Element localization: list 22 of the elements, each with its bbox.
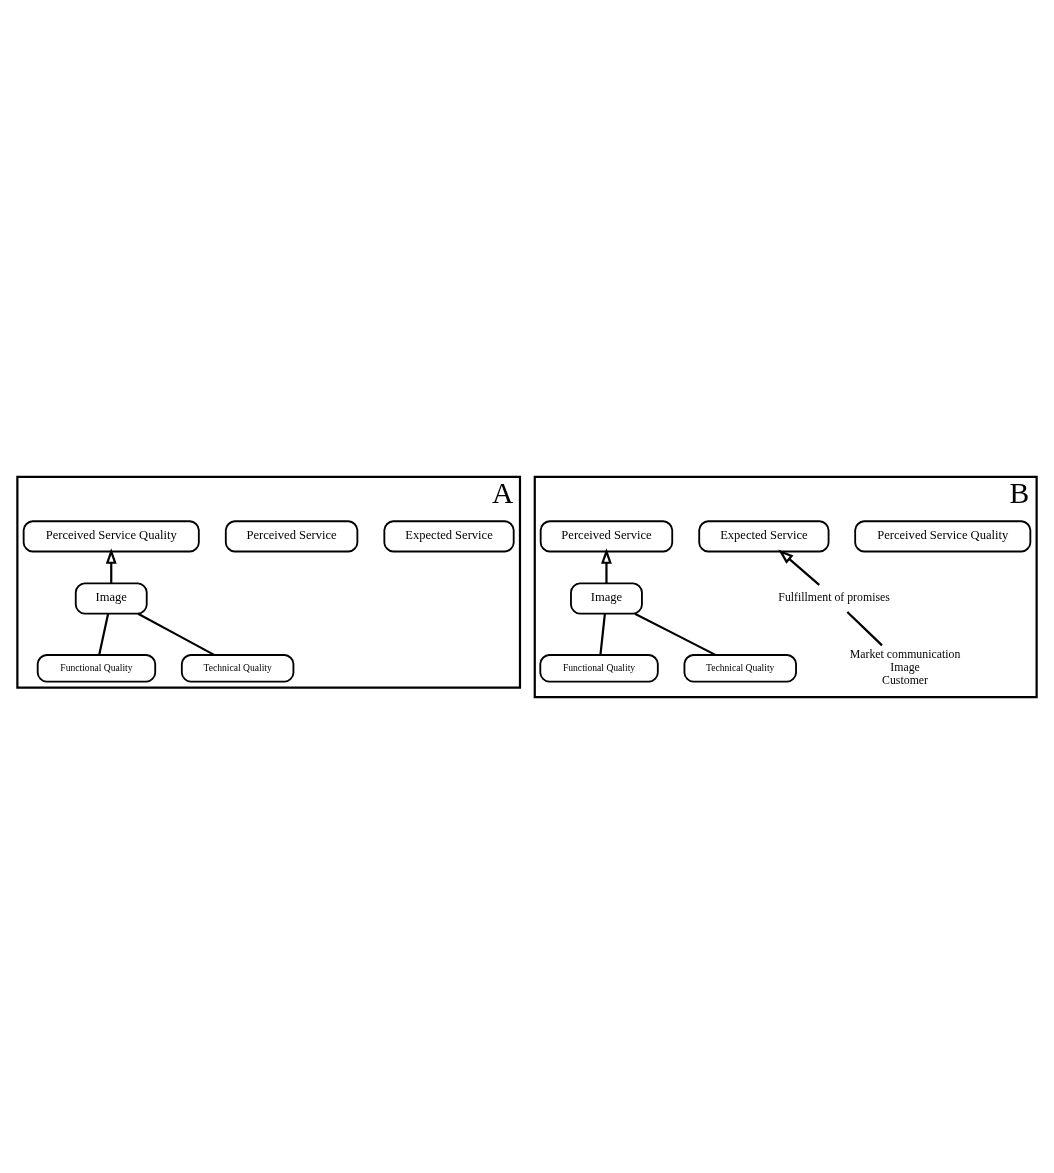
node-box: Perceived Service xyxy=(224,519,359,552)
node-box: Expected Service xyxy=(698,519,830,552)
connector xyxy=(98,612,110,655)
connector xyxy=(137,612,215,656)
arrow xyxy=(601,547,612,583)
connector xyxy=(599,613,606,655)
connector xyxy=(846,610,883,646)
arrow xyxy=(778,548,820,586)
node-box: Image xyxy=(74,581,148,615)
node-box: Technical Quality xyxy=(683,653,797,683)
node-box: Perceived Service Quality xyxy=(22,519,200,552)
node-box: Functional Quality xyxy=(36,653,157,683)
node-text: Fulfillment of promises xyxy=(778,589,890,604)
node-box: Image xyxy=(570,581,643,615)
node-box: Functional Quality xyxy=(539,653,659,683)
node-box: Expected Service xyxy=(383,519,515,552)
node-text: Market communication Image Customer xyxy=(849,646,961,687)
arrow xyxy=(105,547,117,583)
node-box: Perceived Service Quality xyxy=(854,519,1032,552)
node-box: Technical Quality xyxy=(180,653,295,683)
connector xyxy=(634,612,716,656)
node-box: Perceived Service xyxy=(539,519,674,552)
